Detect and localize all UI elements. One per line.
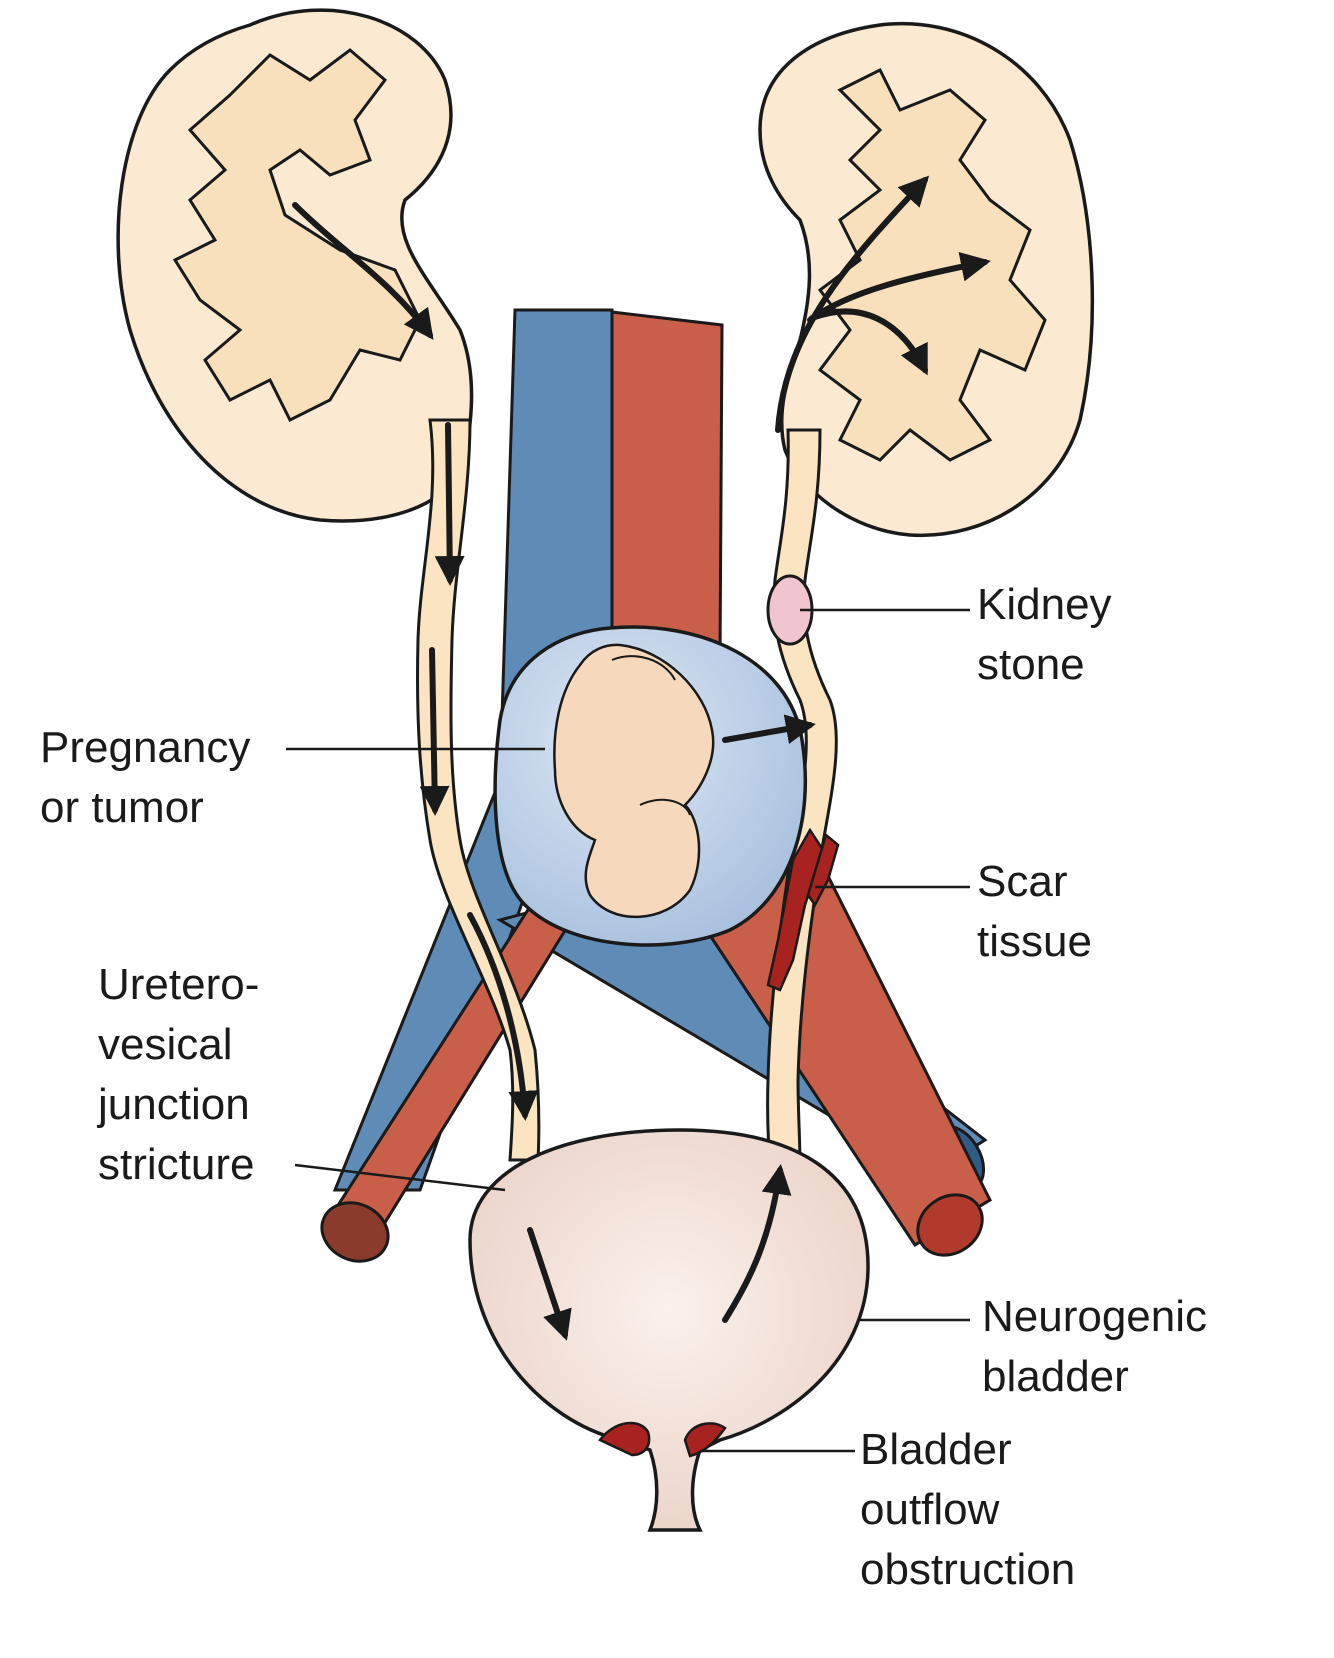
neurogenic-label-line2: bladder bbox=[982, 1352, 1129, 1401]
pregnancy-label-line2: or tumor bbox=[40, 783, 204, 832]
kidney-stone-label-line1: Kidney bbox=[977, 580, 1112, 629]
kidney-stone-label: Kidney stone bbox=[977, 575, 1112, 695]
neurogenic-bladder-label: Neurogenic bladder bbox=[982, 1287, 1207, 1407]
flow-arrows bbox=[292, 175, 991, 1341]
outflow-obstruction-label: Bladder outflow obstruction bbox=[860, 1420, 1075, 1600]
pregnancy-label: Pregnancy or tumor bbox=[40, 718, 250, 838]
uvj-label-line2: vesical bbox=[98, 1020, 233, 1069]
right-kidney bbox=[758, 21, 1095, 538]
outflow-label-line2: outflow bbox=[860, 1485, 1000, 1534]
leader-lines bbox=[286, 608, 970, 1453]
pregnancy-label-line1: Pregnancy bbox=[40, 723, 251, 772]
outflow-label-line1: Bladder bbox=[860, 1425, 1012, 1474]
pregnancy-sac bbox=[493, 625, 808, 947]
scar-label-line1: Scar bbox=[977, 857, 1068, 906]
outflow-label-line3: obstruction bbox=[860, 1545, 1076, 1594]
uvj-label-line1: Uretero- bbox=[98, 960, 260, 1009]
kidney-stone-label-line2: stone bbox=[977, 640, 1085, 689]
outflow-obstruction-right bbox=[683, 1422, 727, 1458]
uvj-stricture-label: Uretero- vesical junction stricture bbox=[98, 955, 259, 1195]
uvj-label-line3: junction bbox=[98, 1080, 250, 1129]
scar-label-line2: tissue bbox=[977, 917, 1092, 966]
outflow-obstruction-left bbox=[598, 1421, 651, 1457]
bladder bbox=[468, 1128, 870, 1532]
fetus bbox=[553, 643, 715, 919]
neurogenic-label-line1: Neurogenic bbox=[982, 1292, 1208, 1341]
uvj-label-line4: stricture bbox=[98, 1140, 255, 1189]
left-kidney bbox=[116, 8, 474, 523]
scar-tissue-label: Scar tissue bbox=[977, 852, 1092, 972]
